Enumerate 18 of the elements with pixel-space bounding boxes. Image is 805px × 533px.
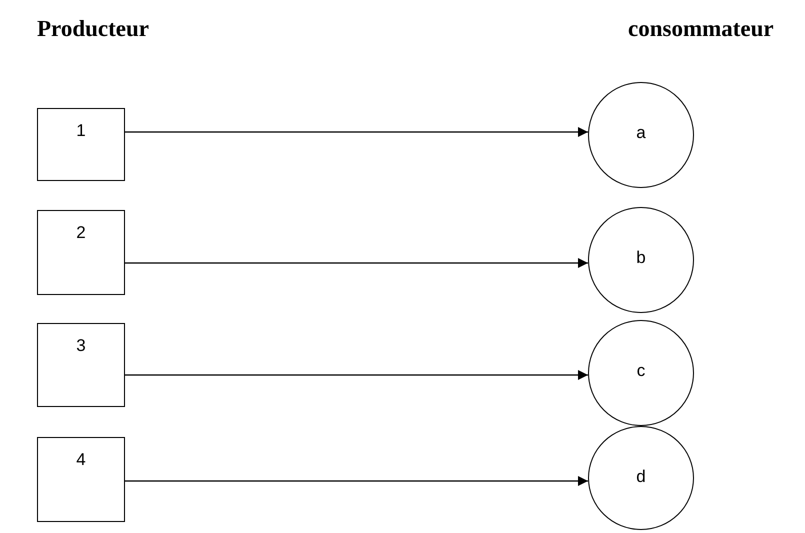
node-label: 4 [75, 450, 87, 470]
arrow [125, 476, 588, 486]
node-label: 2 [75, 223, 87, 243]
node-label: c [636, 361, 646, 381]
node-label: a [635, 123, 647, 143]
producer-box [37, 108, 125, 181]
node-label: b [635, 248, 647, 268]
producer-box [37, 323, 125, 407]
producer-box [37, 437, 125, 522]
column-heading: Producteur [37, 16, 150, 42]
arrow [125, 370, 588, 380]
node-label: 1 [75, 121, 87, 141]
arrow [125, 127, 588, 137]
producer-box [37, 210, 125, 295]
node-label: d [635, 467, 647, 487]
column-heading: consommateur [628, 16, 774, 42]
node-label: 3 [75, 336, 87, 356]
arrow [125, 258, 588, 268]
